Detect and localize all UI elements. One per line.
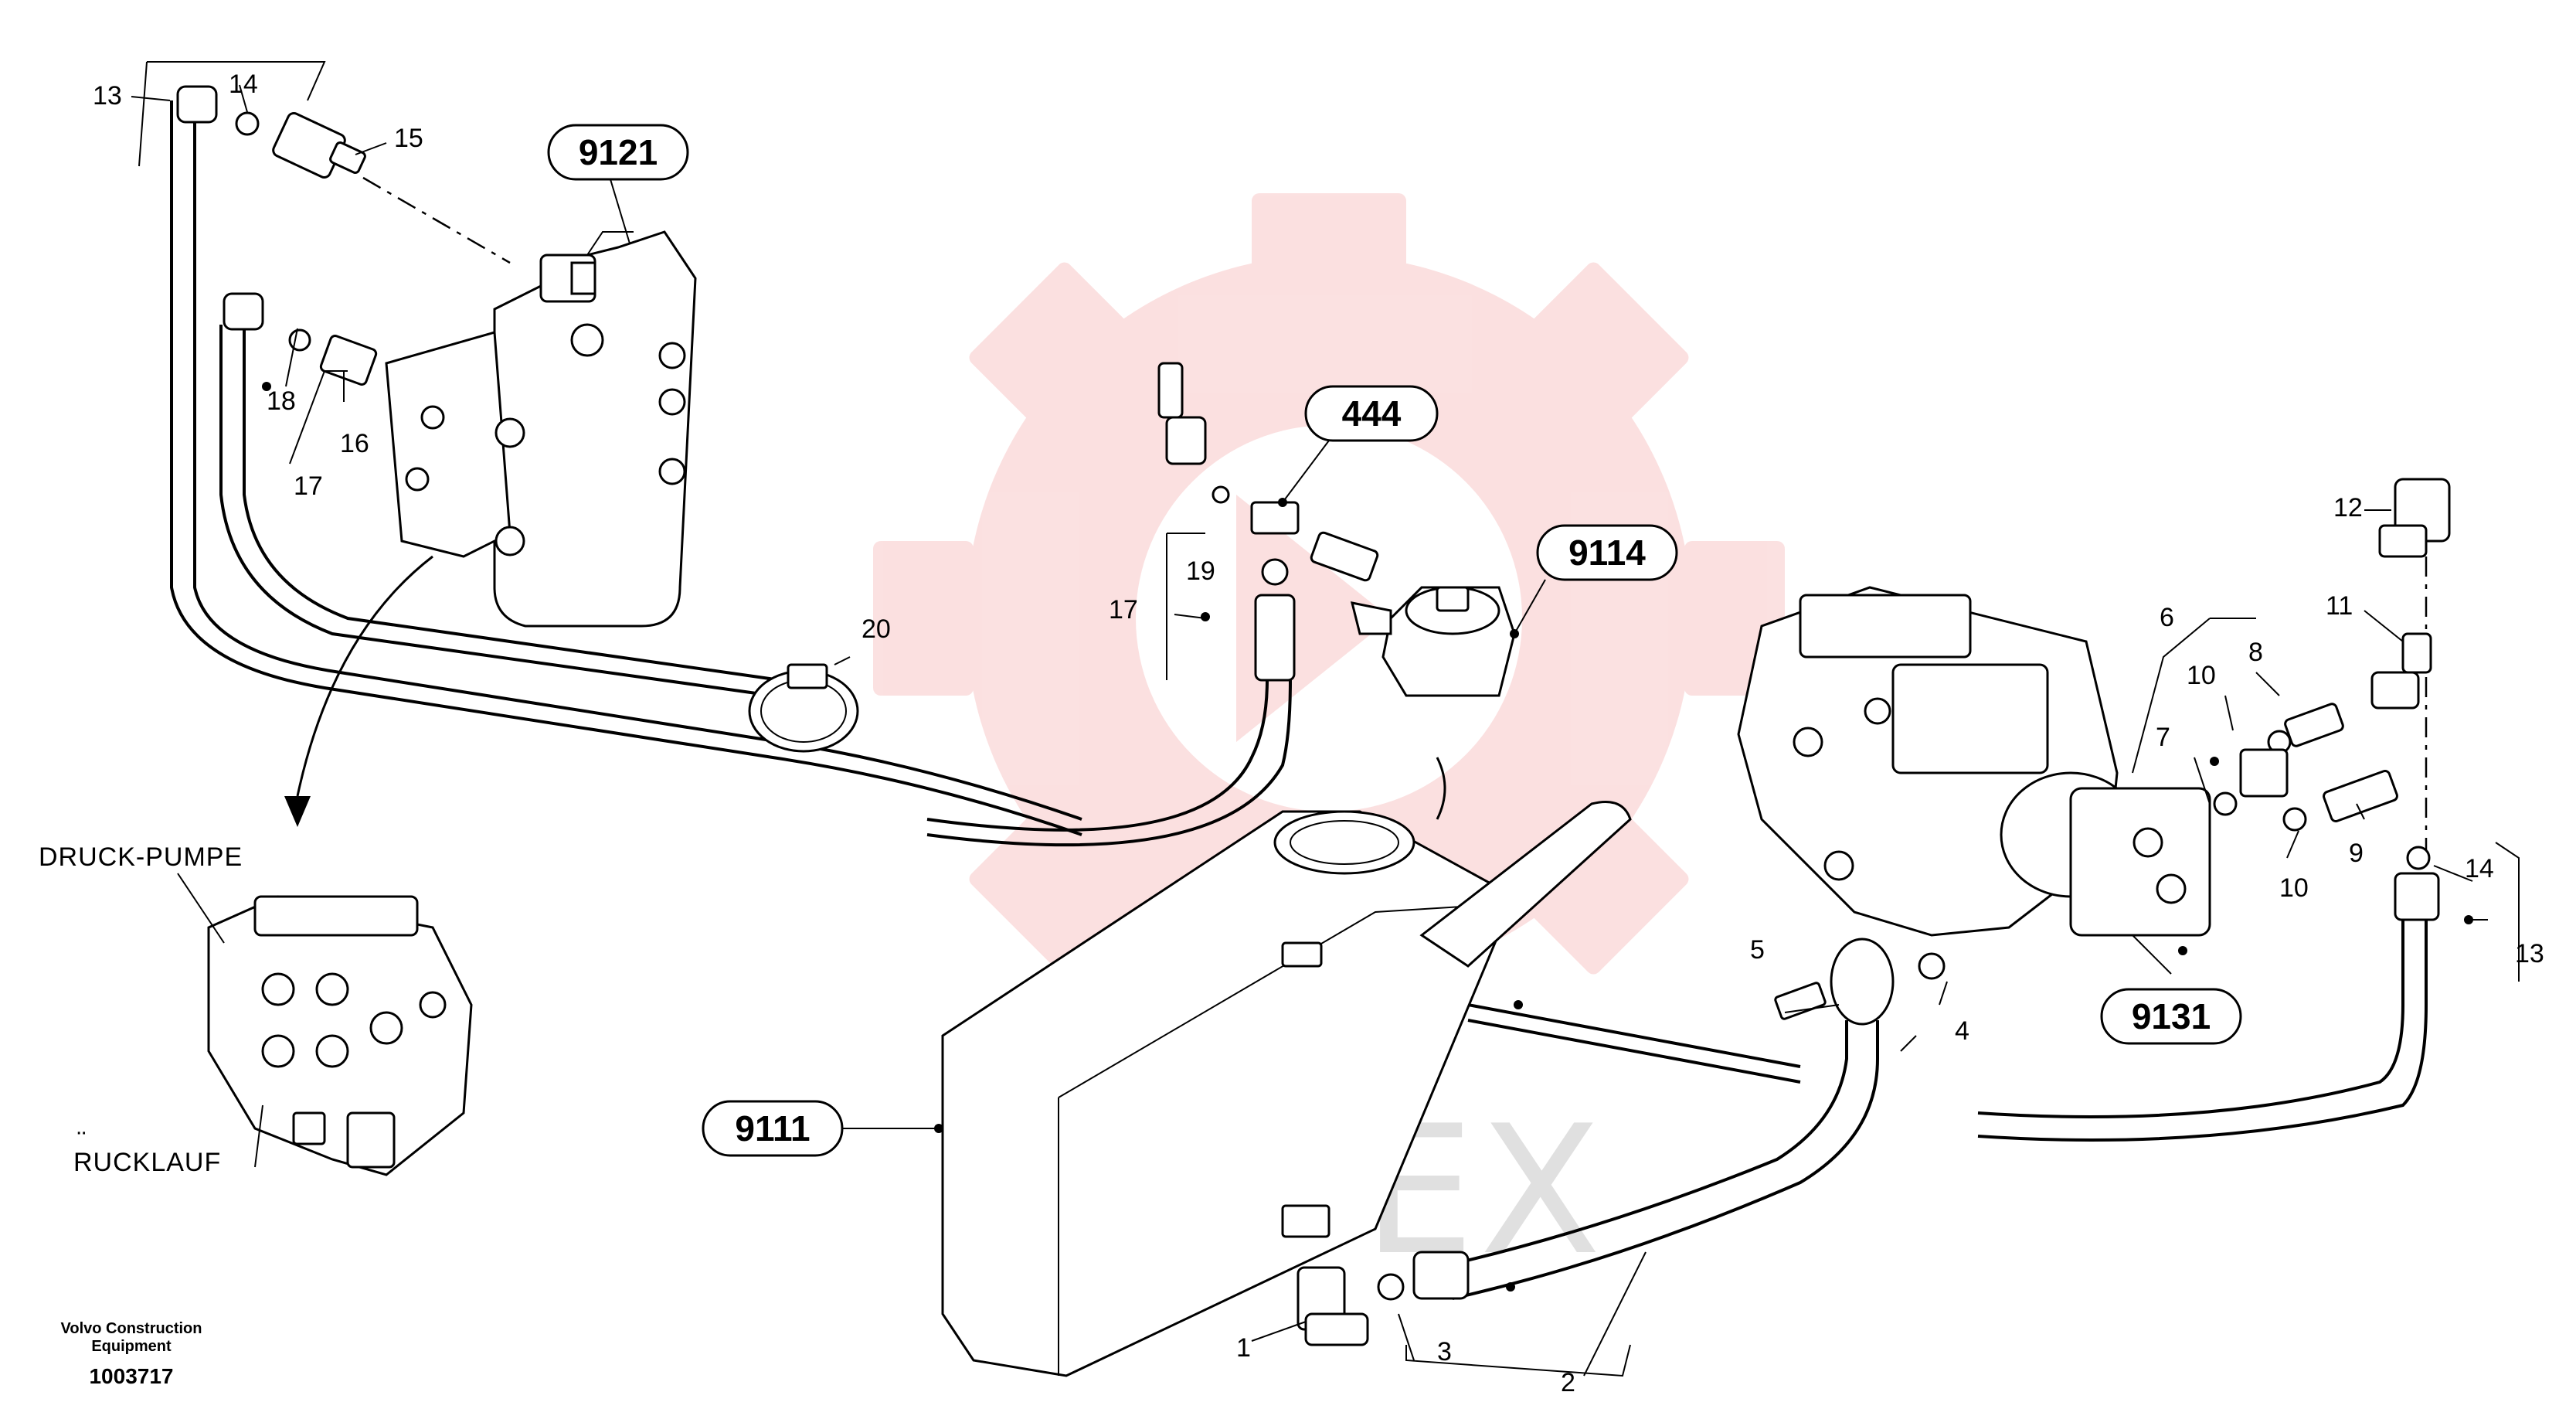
callout-9131: 9131	[2100, 988, 2242, 1045]
part-label-15: 15	[394, 124, 423, 153]
leader-dots	[262, 382, 2473, 1292]
part-label-9: 9	[2349, 839, 2364, 868]
part-label-10-top: 10	[2187, 661, 2216, 690]
callout-444-label: 444	[1342, 393, 1402, 434]
hydraulic-tank-9111	[941, 757, 1632, 1377]
pressure-pump-label: DRUCK-PUMPE	[39, 842, 243, 872]
leader-lines	[131, 61, 2520, 1377]
callout-9114: 9114	[1536, 524, 1678, 581]
fitting-group-center	[1157, 362, 1379, 682]
part-label-12: 12	[2333, 493, 2363, 522]
fitting-group-right	[2213, 478, 2451, 921]
part-label-2: 2	[1561, 1368, 1575, 1397]
part-label-14-right: 14	[2465, 854, 2494, 883]
part-label-13-right: 13	[2515, 939, 2544, 968]
watermark-gear-icon	[873, 193, 1785, 1043]
part-label-10-bottom: 10	[2279, 873, 2309, 903]
part-label-5: 5	[1750, 935, 1765, 965]
part-label-7: 7	[2156, 723, 2170, 752]
callout-444: 444	[1304, 385, 1439, 442]
part-label-6: 6	[2160, 603, 2174, 632]
callout-9114-label: 9114	[1568, 533, 1646, 573]
part-label-4: 4	[1955, 1016, 1969, 1046]
callout-9111: 9111	[702, 1100, 844, 1157]
callout-9111-label: 9111	[735, 1108, 810, 1149]
part-label-18: 18	[267, 386, 296, 416]
part-label-16: 16	[340, 429, 369, 458]
part-label-17-center: 17	[1109, 595, 1138, 625]
fitting-group-left	[223, 292, 378, 386]
part-label-14-left: 14	[229, 70, 258, 99]
part-label-19: 19	[1186, 556, 1215, 586]
return-line-umlaut: ¨	[77, 1127, 87, 1156]
fitting-group-top-left	[176, 85, 511, 264]
part-label-13-left: 13	[93, 81, 122, 111]
valve-block-9121	[385, 230, 697, 628]
part-label-11: 11	[2326, 591, 2353, 621]
hose-clamp-20	[748, 663, 859, 753]
filter-assembly-9114	[1350, 586, 1516, 697]
hose-center	[926, 679, 1292, 847]
part-label-17-left: 17	[294, 471, 323, 501]
main-pump-9131	[1737, 586, 2211, 937]
suction-hose-assembly	[1296, 938, 1946, 1346]
callout-9131-label: 9131	[2132, 996, 2211, 1036]
part-label-8: 8	[2248, 638, 2263, 667]
return-line-label: RUCKLAUF	[73, 1148, 221, 1177]
arrow-to-pump	[296, 555, 433, 797]
part-label-20: 20	[861, 614, 891, 644]
part-label-3: 3	[1437, 1337, 1452, 1366]
footer-drawing-id: 1003717	[89, 1364, 173, 1388]
callout-9121-label: 9121	[579, 132, 658, 172]
footer-brand-line2: Equipment	[91, 1338, 172, 1355]
footer-brand-line1: Volvo Construction	[61, 1320, 202, 1337]
arrow-head-icon	[284, 796, 311, 827]
pressure-hose-left	[219, 325, 781, 697]
pressure-pump-assembly	[207, 895, 473, 1176]
callout-9121: 9121	[547, 124, 689, 181]
part-label-1: 1	[1236, 1333, 1251, 1363]
